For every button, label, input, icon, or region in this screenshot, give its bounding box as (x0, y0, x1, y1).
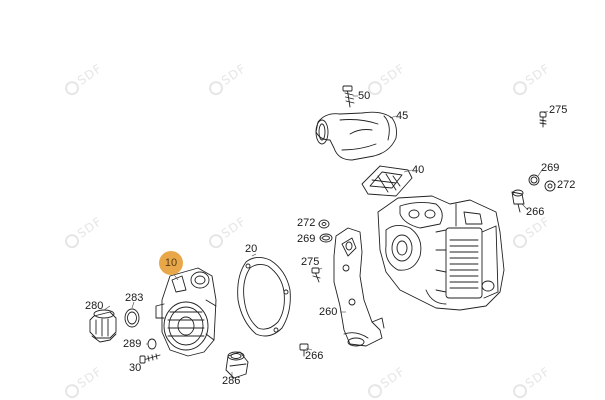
part-label-30[interactable]: 30 (129, 362, 142, 374)
gasket-20[interactable] (237, 257, 291, 337)
oil-filter-housing-10[interactable] (155, 267, 217, 357)
part-label-45[interactable]: 45 (396, 110, 409, 122)
o-ring-289[interactable] (147, 338, 157, 350)
part-label-40[interactable]: 40 (412, 164, 425, 176)
bolt-30[interactable] (139, 353, 161, 364)
o-ring-269[interactable] (528, 174, 540, 186)
gasket-40[interactable] (361, 165, 413, 197)
intake-pipe-45[interactable] (315, 111, 397, 161)
part-label-260[interactable]: 260 (319, 306, 338, 318)
callout-10[interactable]: 10 (159, 251, 183, 275)
washer-272-middle[interactable] (318, 219, 330, 229)
part-label-266-lower[interactable]: 266 (305, 350, 324, 362)
bolt-275[interactable] (539, 111, 547, 128)
filter-cap-280[interactable] (89, 309, 117, 343)
pipe-connector-286[interactable] (225, 351, 249, 379)
engine-housing[interactable] (377, 195, 505, 311)
bolt-275-middle[interactable] (311, 267, 321, 283)
part-label-269[interactable]: 269 (541, 162, 560, 174)
part-label-289[interactable]: 289 (123, 338, 142, 350)
part-label-20[interactable]: 20 (245, 243, 258, 255)
part-label-272[interactable]: 272 (557, 179, 576, 191)
part-label-280[interactable]: 280 (85, 300, 104, 312)
oil-pipe-260[interactable] (333, 227, 385, 347)
part-label-269-middle[interactable]: 269 (297, 233, 316, 245)
bolt-50[interactable] (342, 85, 355, 108)
part-label-286[interactable]: 286 (222, 375, 241, 387)
part-label-50[interactable]: 50 (358, 90, 371, 102)
part-label-272-middle[interactable]: 272 (297, 217, 316, 229)
seal-ring-283[interactable] (124, 308, 140, 328)
sensor-266-lower[interactable] (299, 343, 309, 357)
part-label-266[interactable]: 266 (526, 206, 545, 218)
sensor-266-right[interactable] (511, 189, 525, 213)
part-label-275-middle[interactable]: 275 (301, 256, 320, 268)
part-label-275[interactable]: 275 (549, 104, 568, 116)
washer-272[interactable] (544, 180, 556, 192)
part-label-283[interactable]: 283 (125, 292, 144, 304)
